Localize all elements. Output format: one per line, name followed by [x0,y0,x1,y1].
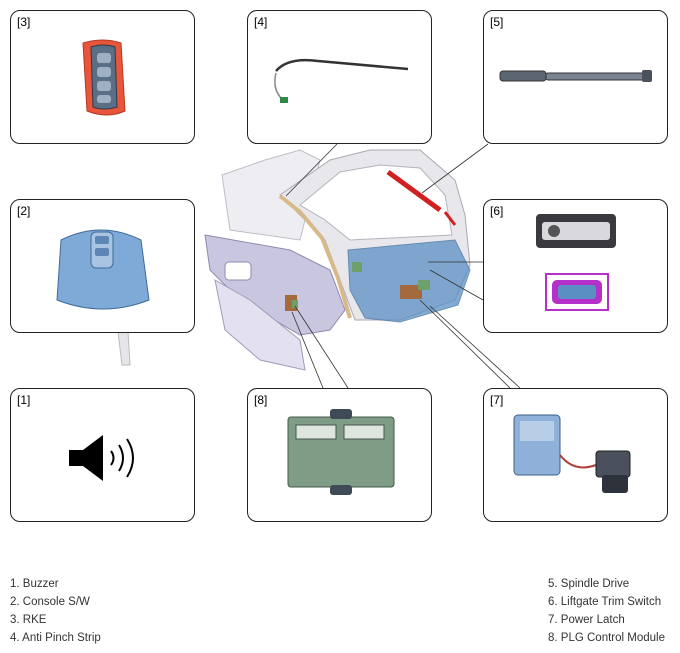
anti-pinch-strip-icon [274,58,409,103]
plg-control-module-icon [287,409,395,495]
legend-right: 5. Spindle Drive 6. Liftgate Trim Switch… [548,575,665,647]
legend-item: 2. Console S/W [10,596,90,608]
legend-left: 1. Buzzer 2. Console S/W 3. RKE 4. Anti … [10,575,101,647]
rke-key-icon [82,39,126,116]
panel-liftgate-trim-switch: [6] [483,199,668,333]
legend-item: 3. RKE [10,614,47,626]
legend-item: 1. Buzzer [10,578,59,590]
callout-5: [5] [490,15,504,29]
callout-1: [1] [17,393,31,407]
panel-rke: [3] [10,10,195,144]
legend-item: 6. Liftgate Trim Switch [548,596,662,608]
legend-item: 5. Spindle Drive [548,578,630,590]
panel-spindle-drive: [5] [483,10,668,144]
panel-console-switch: [2] [10,199,195,333]
callout-8: [8] [254,393,268,407]
panel-anti-pinch-strip: [4] [247,10,432,144]
callout-7: [7] [490,393,504,407]
panel-power-latch: [7] [483,388,668,522]
power-latch-icon [513,414,631,493]
legend-item: 7. Power Latch [548,614,625,626]
callout-4: [4] [254,15,268,29]
legend-item: 4. Anti Pinch Strip [10,632,101,644]
liftgate-trim-switch-icon [536,214,616,311]
panel-buzzer: [1] [10,388,195,522]
spindle-drive-icon [499,70,652,82]
callout-2: [2] [17,204,31,218]
console-switch-icon [56,229,150,310]
callout-6: [6] [490,204,504,218]
callout-3: [3] [17,15,31,29]
panel-plg-control-module: [8] [247,388,432,522]
speaker-icon [69,435,134,481]
legend-item: 8. PLG Control Module [548,632,665,644]
